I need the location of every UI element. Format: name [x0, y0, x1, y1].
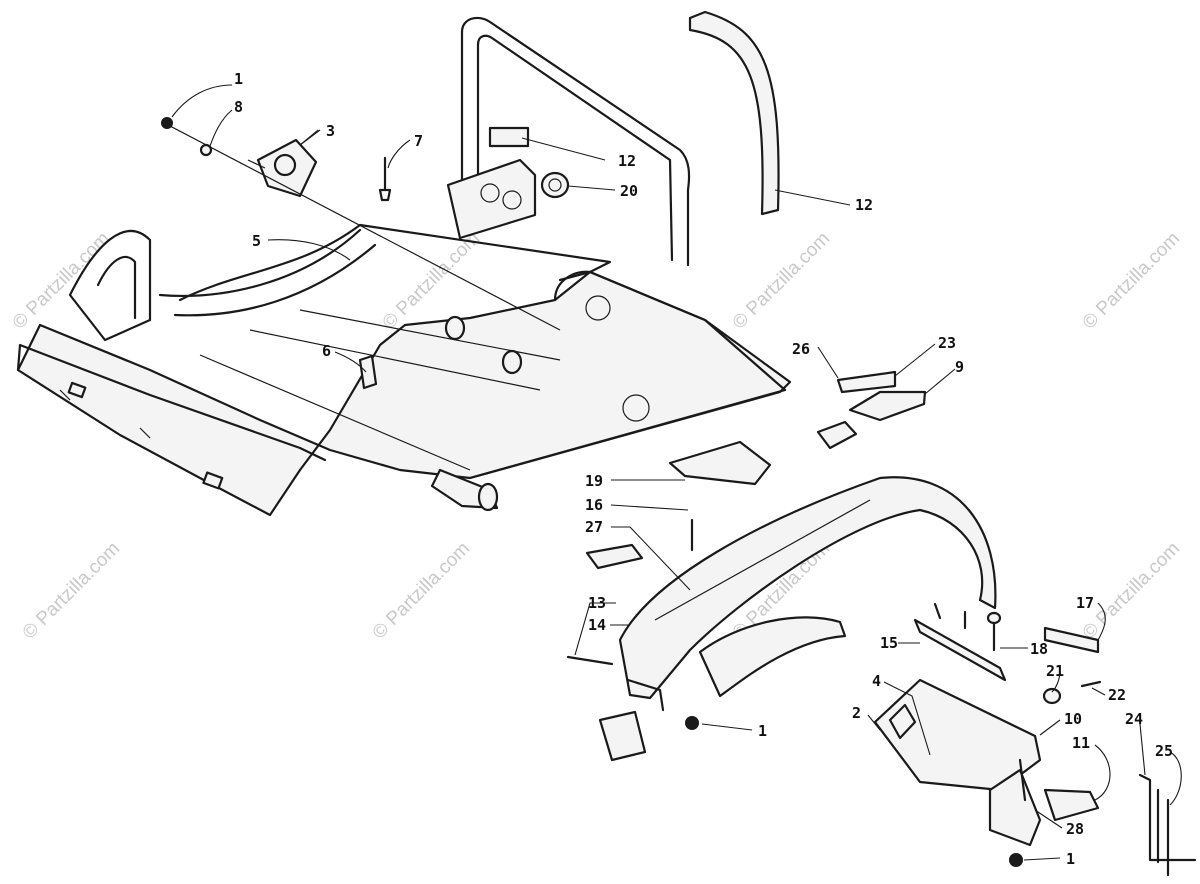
- callout-16: 16: [585, 496, 603, 514]
- callout-1: 1: [758, 722, 767, 740]
- watermark: © Partzilla.com: [1079, 228, 1184, 333]
- callout-13: 13: [588, 594, 606, 612]
- watermark: © Partzilla.com: [369, 538, 474, 643]
- steering-bracket: [873, 678, 1197, 877]
- watermark: © Partzilla.com: [729, 228, 834, 333]
- hardware-top-left: [161, 117, 561, 331]
- callout-2: 2: [852, 704, 861, 722]
- callout-3: 3: [326, 122, 335, 140]
- callout-22: 22: [1108, 686, 1126, 704]
- decals: [668, 370, 927, 486]
- callout-18: 18: [1030, 640, 1048, 658]
- callout-15: 15: [880, 634, 898, 652]
- callout-20: 20: [620, 182, 638, 200]
- callout-23: 23: [938, 334, 956, 352]
- callout-17: 17: [1076, 594, 1094, 612]
- callout-12: 12: [618, 152, 636, 170]
- watermark: © Partzilla.com: [19, 538, 124, 643]
- grab-strap-12: [688, 10, 780, 216]
- callout-1: 1: [1066, 850, 1075, 868]
- callout-14: 14: [588, 616, 606, 634]
- callout-24: 24: [1125, 710, 1143, 728]
- callout-21: 21: [1046, 662, 1064, 680]
- chassis-frame: [16, 16, 792, 517]
- callout-1: 1: [234, 70, 243, 88]
- callout-28: 28: [1066, 820, 1084, 838]
- watermark: © Partzilla.com: [9, 228, 114, 333]
- callout-12: 12: [855, 196, 873, 214]
- fuel-cap-assembly: [247, 129, 321, 198]
- callout-10: 10: [1064, 710, 1082, 728]
- callout-19: 19: [585, 472, 603, 490]
- callout-6: 6: [322, 342, 331, 360]
- callout-9: 9: [955, 358, 964, 376]
- callout-26: 26: [792, 340, 810, 358]
- fastener-6: [358, 354, 378, 390]
- pad-12-small: [488, 126, 530, 148]
- callout-labels: 1 8 3 7 12 20 12 5 6 26 23 9 19 16 27 13…: [234, 70, 1173, 868]
- callout-25: 25: [1155, 742, 1173, 760]
- hood-assembly: [566, 476, 1102, 762]
- watermark: © Partzilla.com: [1079, 538, 1184, 643]
- grommet-20: [540, 171, 570, 199]
- callout-4: 4: [872, 672, 881, 690]
- callout-7: 7: [414, 132, 423, 150]
- callout-11: 11: [1072, 734, 1090, 752]
- leader-lines: [171, 84, 1182, 861]
- callout-5: 5: [252, 232, 261, 250]
- callout-8: 8: [234, 98, 243, 116]
- callout-27: 27: [585, 518, 603, 536]
- bolt-7: [378, 156, 392, 202]
